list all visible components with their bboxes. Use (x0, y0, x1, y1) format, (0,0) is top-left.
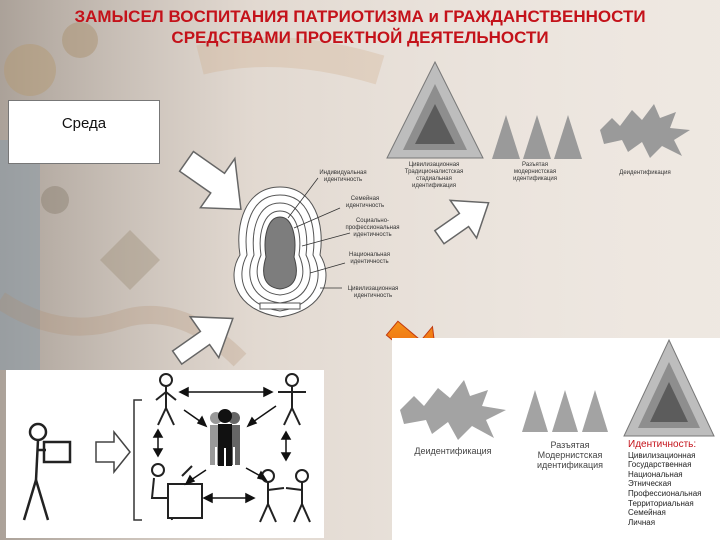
label-deidentification-top: Деидентификация (619, 170, 671, 176)
identity-layers-diagram (233, 186, 327, 318)
activity-illustration (22, 373, 311, 523)
handshake-icon (259, 469, 311, 523)
white-arrow-icon (95, 429, 131, 475)
person-icon (155, 373, 177, 426)
three-triangles-icon (522, 390, 608, 432)
white-arrow-icon (433, 199, 490, 245)
identity-item: Личная (628, 517, 656, 527)
label-social: Социально-профессиональная идентичность (345, 218, 400, 238)
environment-box: Среда (8, 100, 160, 164)
title-line-2: СРЕДСТВАМИ ПРОЕКТНОЙ ДЕЯТЕЛЬНОСТИ (171, 28, 549, 47)
identity-item: Государственная (628, 460, 692, 470)
label-individual: Индивидуальная идентичность (319, 170, 367, 183)
label-civilizational-top: Цивилизационная Традиционалистская стади… (404, 162, 464, 189)
page-title: ЗАМЫСЕЛ ВОСПИТАНИЯ ПАТРИОТИЗМА и ГРАЖДАН… (0, 6, 720, 48)
three-triangles-icon (492, 115, 582, 159)
identity-list: Идентичность: Цивилизационная Государств… (628, 440, 718, 527)
label-national: Национальная идентичность (349, 252, 390, 265)
label-civil: Цивилизационная идентичность (347, 286, 399, 299)
person-icon (278, 373, 306, 426)
white-arrow-icon (178, 150, 242, 210)
identity-heading: Идентичность: (628, 439, 697, 450)
torn-shape-icon (600, 104, 690, 158)
torn-shape-icon (400, 380, 506, 440)
label-family: Семейная идентичность (345, 196, 385, 209)
group-icon (210, 409, 240, 466)
label-diverse-top: Разъятая модернистская идентификация (512, 162, 558, 182)
person-icon (22, 422, 72, 521)
title-line-1: ЗАМЫСЕЛ ВОСПИТАНИЯ ПАТРИОТИЗМА и ГРАЖДАН… (74, 7, 646, 26)
pointer-lines (287, 177, 351, 289)
computer-user-icon (150, 463, 203, 521)
label-deidentification: Деидентификация (414, 446, 492, 456)
identity-item: Национальная (628, 469, 683, 479)
identity-item: Территориальная (628, 498, 694, 508)
identity-item: Этническая (628, 479, 672, 489)
white-arrow-icon (171, 315, 234, 366)
label-diverse: Разъятая Модернистская идентификация (536, 440, 604, 470)
identity-item: Семейная (628, 508, 666, 518)
identity-item: Цивилизационная (628, 450, 696, 460)
identity-item: Профессиональная (628, 488, 702, 498)
nested-triangle-icon (623, 338, 715, 437)
nested-triangle-icon (386, 60, 484, 159)
